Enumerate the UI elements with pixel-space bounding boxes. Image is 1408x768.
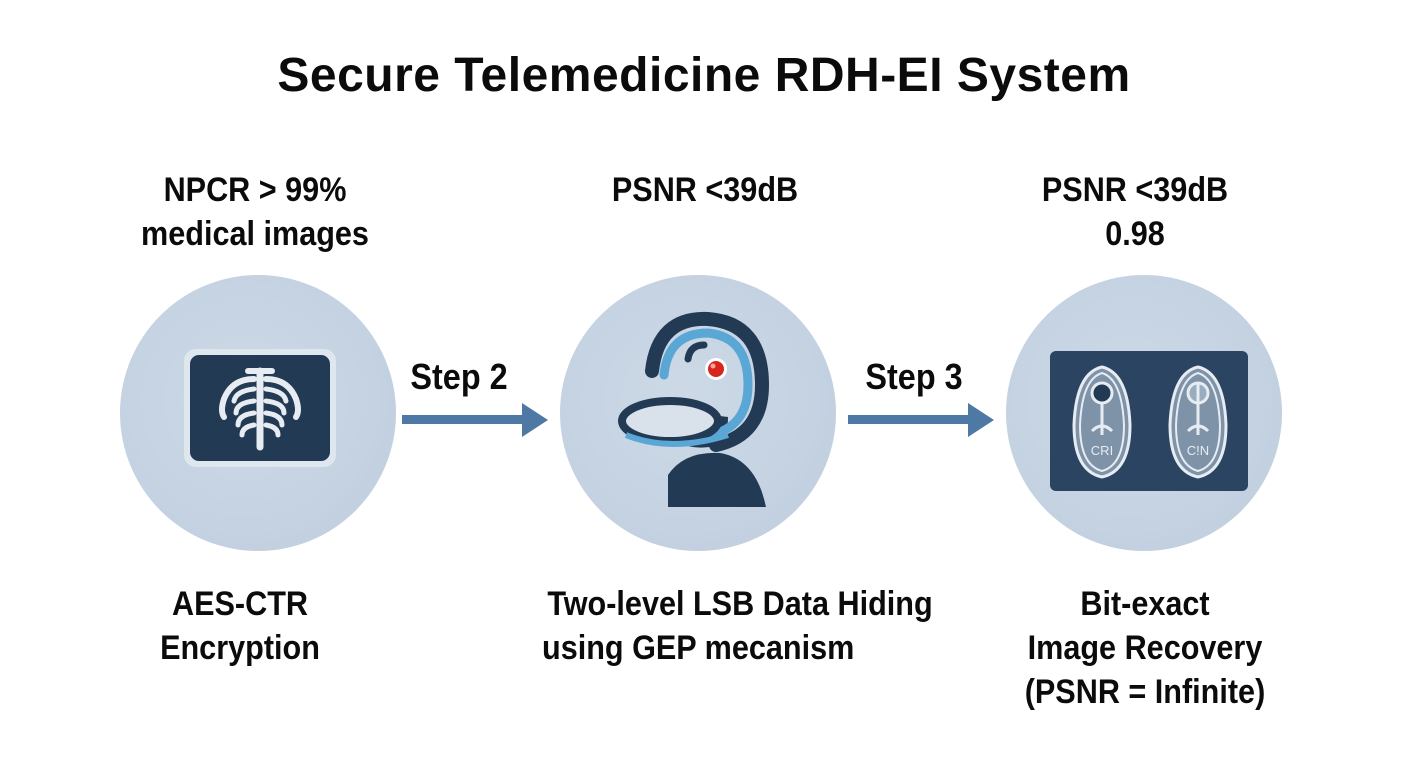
arrow-right-icon bbox=[848, 403, 994, 437]
brain-scan-icon: CRI C!N bbox=[1050, 351, 1248, 491]
stage-1-circle bbox=[120, 275, 396, 551]
stage-2-caption-line-1: Two-level LSB Data Hiding bbox=[547, 585, 933, 623]
stage-3-caption-line-3: (PSNR = Infinite) bbox=[1024, 673, 1266, 711]
stage-1-metrics: NPCR > 99% medical images bbox=[107, 168, 404, 256]
stage-2-metric-psnr: PSNR <39dB bbox=[611, 171, 799, 209]
stage-1-caption-line-2: Encryption bbox=[160, 629, 320, 667]
diagram-title: Secure Telemedicine RDH-EI System bbox=[277, 49, 1131, 102]
brain-scan-left: CRI bbox=[1072, 365, 1132, 479]
stage-1-caption: AES-CTR Encryption bbox=[105, 582, 375, 670]
stage-2-caption: Two-level LSB Data Hiding using GEP meca… bbox=[515, 582, 965, 670]
brain-scan-right-label: C!N bbox=[1187, 443, 1209, 458]
stage-3-caption-line-2: Image Recovery bbox=[1027, 629, 1263, 667]
brain-scan-left-label: CRI bbox=[1091, 443, 1113, 458]
stage-2-circle bbox=[560, 275, 836, 551]
stage-1-caption-line-1: AES-CTR bbox=[171, 585, 308, 623]
step-2-label: Step 2 bbox=[410, 356, 508, 397]
brain-scan-right: C!N bbox=[1168, 365, 1228, 479]
stage-2-caption-line-2: using GEP mecanism bbox=[542, 629, 855, 667]
arrow-right-icon bbox=[402, 403, 548, 437]
xray-chest-icon bbox=[184, 349, 336, 467]
stage-1-metric-subject: medical images bbox=[141, 215, 369, 253]
stage-3-metric-psnr: PSNR <39dB bbox=[1041, 171, 1229, 209]
stage-3-caption-line-1: Bit-exact bbox=[1080, 585, 1210, 623]
step-3-label: Step 3 bbox=[865, 356, 963, 397]
stage-3-caption: Bit-exact Image Recovery (PSNR = Infinit… bbox=[1006, 582, 1285, 714]
stage-3-metrics: PSNR <39dB 0.98 bbox=[987, 168, 1284, 256]
stage-1-metric-npcr: NPCR > 99% bbox=[163, 171, 347, 209]
stage-2-metrics: PSNR <39dB bbox=[557, 168, 854, 212]
stage-3-circle: CRI C!N bbox=[1006, 275, 1282, 551]
stage-3-metric-ssim: 0.98 bbox=[1105, 215, 1165, 253]
mri-scanner-icon bbox=[618, 311, 770, 507]
